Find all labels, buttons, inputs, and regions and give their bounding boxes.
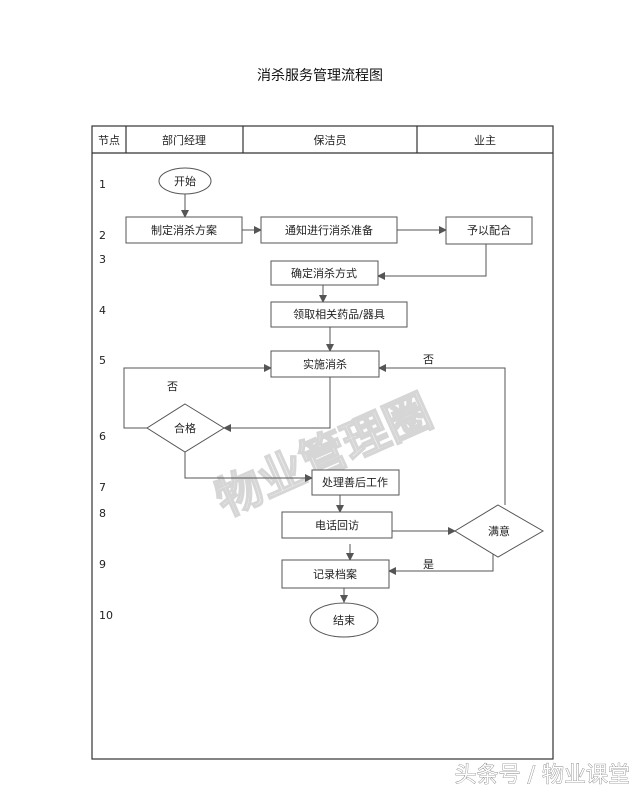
page-title: 消杀服务管理流程图 (257, 68, 383, 84)
node-number: 9 (99, 558, 106, 571)
header-owner: 业主 (474, 134, 496, 147)
node-notify-label: 通知进行消杀准备 (285, 223, 373, 237)
node-phone-label: 电话回访 (315, 519, 359, 532)
edge-label-no: 否 (167, 380, 178, 393)
edge-qualified-yes-to-aftermath (184, 452, 313, 482)
node-number: 10 (99, 609, 113, 622)
node-execute-label: 实施消杀 (303, 357, 347, 371)
edge-label-yes: 是 (423, 558, 434, 571)
node-start-label: 开始 (174, 174, 196, 188)
node-qualified-decision (146, 403, 225, 453)
node-collect-label: 领取相关药品/器具 (293, 307, 385, 321)
node-plan (125, 216, 243, 244)
node-number: 6 (99, 430, 106, 443)
node-satisfied-label: 满意 (488, 524, 510, 538)
node-aftermath-label: 处理善后工作 (322, 475, 388, 489)
edge-cooperate-to-confirm (377, 244, 487, 280)
edge-satisfied-no-to-execute (378, 364, 506, 505)
node-execute (270, 350, 380, 378)
watermark-text: 物业管理圈 (207, 384, 439, 527)
node-record (281, 559, 390, 589)
credit-text: 头条号 / 物业课堂 (455, 763, 630, 788)
edge-execute-to-qualified (223, 377, 331, 432)
node-aftermath (311, 469, 400, 496)
node-number: 3 (99, 253, 106, 266)
node-number: 7 (99, 481, 106, 494)
node-number: 4 (99, 304, 106, 317)
node-notify (260, 216, 398, 244)
node-cooperate-label: 予以配合 (467, 223, 511, 237)
node-record-label: 记录档案 (313, 567, 357, 581)
node-phone (281, 511, 393, 539)
header-node: 节点 (98, 134, 120, 147)
node-qualified-label: 合格 (174, 421, 196, 435)
node-number: 5 (99, 354, 106, 367)
node-end-label: 结束 (333, 614, 355, 627)
node-end (309, 602, 379, 638)
node-confirm (270, 260, 379, 286)
node-start (158, 167, 212, 195)
node-satisfied-decision (454, 504, 544, 558)
node-plan-label: 制定消杀方案 (151, 223, 217, 237)
edge-qualified-no-to-execute (123, 364, 272, 429)
edge-satisfied-yes-to-record (388, 550, 494, 575)
table-frame (91, 125, 554, 760)
node-number: 2 (99, 229, 106, 242)
node-number: 1 (99, 178, 106, 191)
node-cooperate (445, 216, 533, 245)
edge-label-no: 否 (423, 353, 434, 366)
header-cleaner: 保洁员 (314, 133, 347, 147)
node-number: 8 (99, 507, 106, 520)
header-dept-manager: 部门经理 (162, 133, 206, 147)
node-confirm-label: 确定消杀方式 (291, 266, 357, 280)
node-collect (270, 301, 408, 328)
